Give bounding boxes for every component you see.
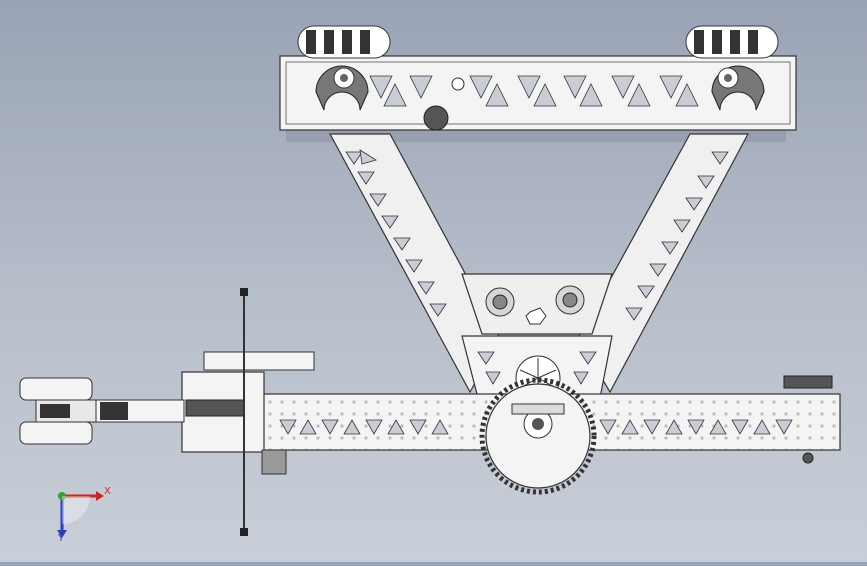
wrist-motor	[261, 449, 287, 475]
top-frame-truss	[369, 75, 699, 107]
v-frame[interactable]	[328, 133, 750, 394]
center-gearbox[interactable]	[461, 273, 613, 401]
hex-shaft	[525, 307, 547, 325]
y-axis-label: Y	[58, 533, 65, 544]
right-arm[interactable]	[577, 133, 750, 394]
left-arm-truss	[345, 149, 447, 317]
idler-bearing	[451, 77, 465, 91]
right-omni-wheel[interactable]	[685, 25, 779, 59]
coordinate-triad-icon	[57, 491, 104, 538]
coordinate-triad	[48, 484, 108, 544]
top-frame[interactable]	[279, 55, 797, 131]
gripper-finger-bottom	[19, 421, 93, 445]
bottom-beam-truss	[279, 419, 793, 435]
small-drive-gear	[423, 105, 449, 131]
end-bracket	[783, 375, 833, 389]
right-arm-truss	[625, 151, 729, 321]
top-frame-shadow	[286, 128, 786, 142]
gripper-finger-top	[19, 377, 93, 401]
wrist-assembly[interactable]	[181, 288, 315, 536]
x-axis-label: X	[104, 486, 111, 497]
gripper[interactable]	[19, 377, 185, 445]
main-gear[interactable]	[479, 377, 597, 495]
left-omni-wheel[interactable]	[297, 25, 391, 59]
end-bolt	[802, 452, 814, 464]
wrist-bracket	[203, 351, 315, 371]
